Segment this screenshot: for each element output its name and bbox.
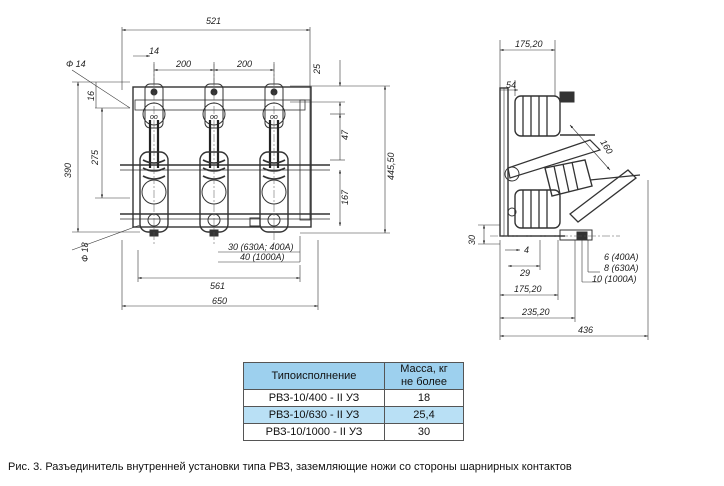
dim-436: 436: [578, 325, 593, 335]
row-mass: 25,4: [384, 406, 464, 424]
note-10-1000a: 10 (1000А): [592, 274, 637, 284]
dim-561: 561: [210, 281, 225, 291]
table-row: РВЗ-10/630 - II УЗ 25,4: [243, 406, 464, 424]
contact-knives: [148, 120, 280, 168]
dim-4: 4: [524, 245, 529, 255]
dim-235-20: 235,20: [521, 307, 550, 317]
front-frame: [132, 86, 312, 228]
dim-30-side: 30: [467, 235, 477, 245]
dim-167: 167: [340, 189, 350, 205]
note-6-400a: 6 (400А): [604, 252, 639, 262]
front-view: oo oo oo: [71, 27, 390, 310]
dim-25: 25: [312, 63, 322, 75]
side-view: [478, 40, 649, 340]
header-mass-line1: Масса, кг: [400, 363, 448, 375]
dim-521: 521: [206, 16, 221, 26]
row-mass: 30: [384, 423, 464, 441]
dim-29: 29: [519, 268, 530, 278]
dim-47: 47: [340, 129, 350, 140]
dim-200-left: 200: [175, 59, 191, 69]
row-type: РВЗ-10/630 - II УЗ: [243, 406, 385, 424]
dim-650: 650: [212, 296, 227, 306]
dim-175-20-bottom: 175,20: [514, 284, 542, 294]
note-8-630a: 8 (630А): [604, 263, 639, 273]
dim-14: 14: [149, 46, 159, 56]
header-mass: Масса, кг не более: [384, 362, 464, 390]
header-mass-line2: не более: [400, 376, 448, 388]
side-bottom-insulator: [504, 166, 561, 229]
dim-40-variant: 40 (1000А): [240, 252, 285, 262]
row-mass: 18: [384, 389, 464, 407]
centerlines: [153, 64, 275, 245]
dim-445-50: 445,50: [386, 152, 396, 180]
figure-caption: Рис. 3. Разъединитель внутренней установ…: [8, 461, 572, 473]
table-row: РВЗ-10/400 - II УЗ 18: [243, 389, 464, 407]
row-type: РВЗ-10/1000 - II УЗ: [243, 423, 385, 441]
side-dimension-labels: 175,20 54 160 30 4 29 175,20 235,20 436 …: [467, 39, 639, 335]
dim-200-right: 200: [236, 59, 252, 69]
side-dimension-lines: [478, 40, 649, 340]
table-header-row: Типоисполнение Масса, кг не более: [243, 362, 464, 390]
dim-390: 390: [63, 163, 73, 178]
dim-phi18: Ф 18: [80, 242, 90, 262]
dim-16: 16: [86, 91, 96, 101]
dim-275: 275: [90, 149, 100, 166]
row-type: РВЗ-10/400 - II УЗ: [243, 389, 385, 407]
table-row: РВЗ-10/1000 - II УЗ 30: [243, 423, 464, 441]
dim-160: 160: [598, 138, 614, 156]
header-type: Типоисполнение: [243, 362, 385, 390]
dim-54: 54: [506, 80, 516, 90]
dim-phi14: Ф 14: [66, 59, 86, 69]
front-dimension-lines: [71, 27, 390, 310]
mass-table: Типоисполнение Масса, кг не более РВЗ-10…: [243, 362, 464, 441]
front-dimension-labels: 521 14 200 200 25 Ф 14 16 47 390 275 445…: [63, 16, 396, 306]
dim-175-20-top: 175,20: [515, 39, 543, 49]
side-top-insulator: [514, 91, 595, 137]
dim-30-variants: 30 (630А; 400А): [228, 242, 294, 252]
